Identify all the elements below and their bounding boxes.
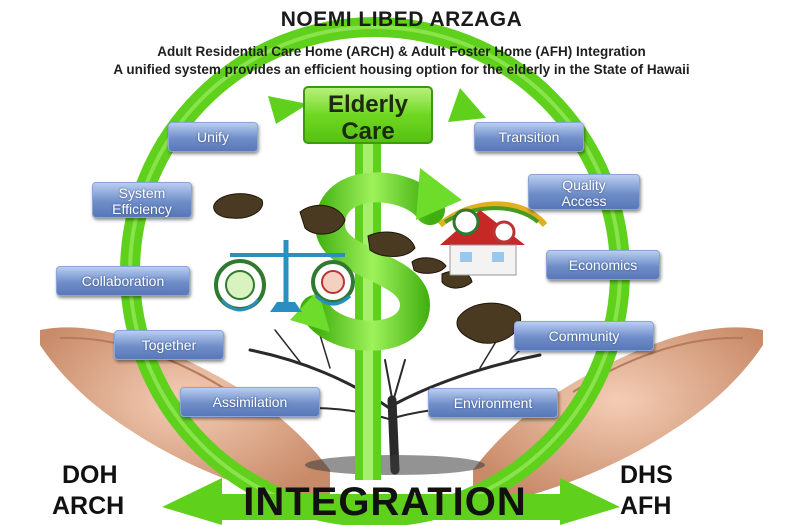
elderly-care-box: Elderly Care bbox=[303, 86, 433, 145]
label-transition: Transition bbox=[474, 122, 584, 152]
label-unify: Unify bbox=[168, 122, 258, 152]
label-quality-access: Quality Access bbox=[528, 174, 640, 210]
label-system-line-1: System bbox=[118, 185, 166, 201]
cycle-arrowhead-right bbox=[448, 88, 486, 122]
label-community: Community bbox=[514, 321, 654, 351]
label-system-efficiency: System Efficiency bbox=[92, 182, 192, 218]
subtitle-line-1: Adult Residential Care Home (ARCH) & Adu… bbox=[157, 44, 646, 59]
label-together: Together bbox=[114, 330, 224, 360]
label-afh: AFH bbox=[620, 492, 672, 520]
elderly-care-line-2: Care bbox=[341, 118, 395, 145]
label-system-line-2: Efficiency bbox=[112, 201, 172, 217]
page-title: NOEMI LIBED ARZAGA bbox=[280, 8, 523, 31]
label-assimilation: Assimilation bbox=[180, 387, 320, 417]
house-icon bbox=[438, 201, 548, 276]
integration-label: INTEGRATION bbox=[243, 480, 527, 524]
label-economics: Economics bbox=[546, 250, 660, 280]
elderly-care-line-1: Elderly bbox=[327, 91, 409, 118]
cycle-arrowhead-left bbox=[268, 96, 308, 124]
label-doh: DOH bbox=[62, 461, 118, 489]
label-environment: Environment bbox=[428, 388, 558, 418]
label-quality-line-1: Quality bbox=[562, 177, 606, 193]
label-collaboration: Collaboration bbox=[56, 266, 190, 296]
subtitle-line-2: A unified system provides an efficient h… bbox=[113, 62, 690, 77]
integration-arrow bbox=[162, 478, 620, 525]
label-arch: ARCH bbox=[52, 492, 125, 520]
label-quality-line-2: Access bbox=[561, 193, 607, 209]
scales-icon bbox=[214, 240, 355, 312]
label-dhs: DHS bbox=[620, 461, 673, 489]
